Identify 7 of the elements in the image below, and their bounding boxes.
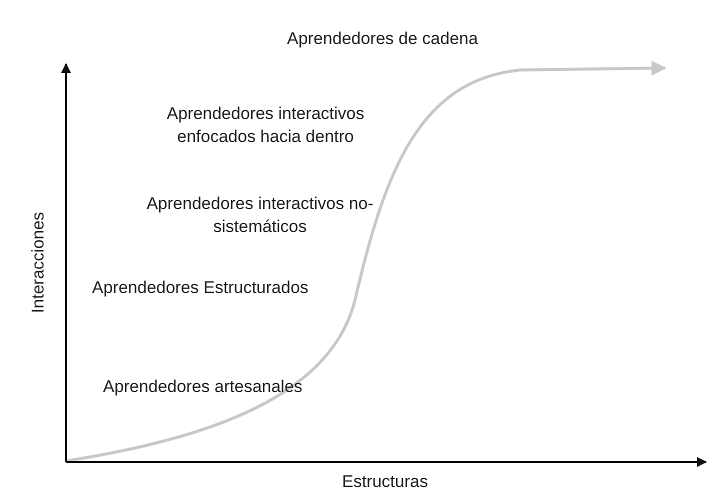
stage-label: Aprendedores de cadena	[287, 28, 479, 50]
axis-title: Estructuras	[341, 471, 429, 493]
stage-label: Aprendedores Estructurados	[92, 277, 310, 299]
stage-label: Aprendedores interactivos no-sistemáticos	[146, 193, 374, 238]
stage-label: Aprendedores interactivos enfocados hacia dentro	[166, 103, 366, 148]
axis-title: Interacciones	[28, 210, 48, 316]
stage-label: Aprendedores artesanales	[103, 376, 304, 398]
